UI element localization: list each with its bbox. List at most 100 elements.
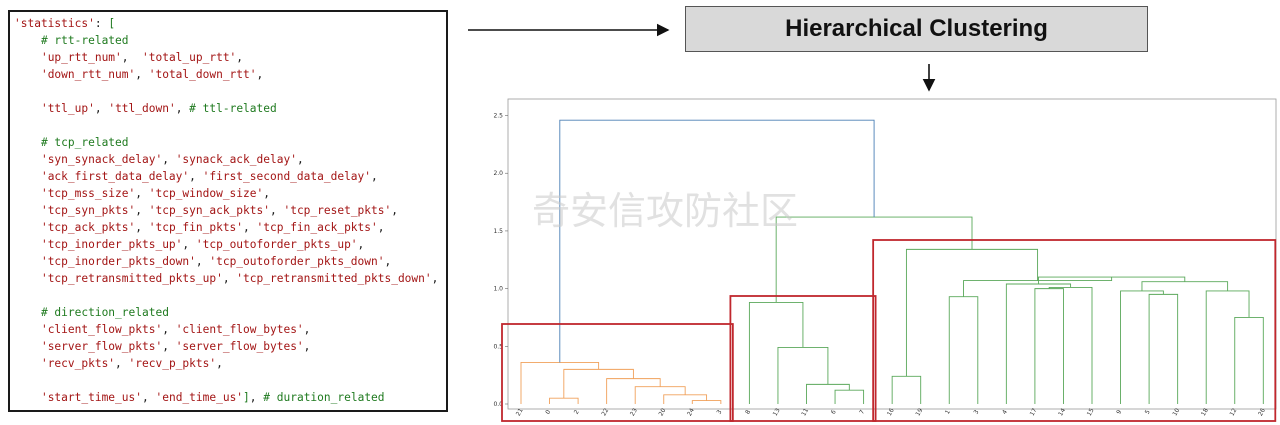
dendrogram-link	[1148, 293, 1179, 404]
code-string: 'tcp_inorder_pkts_down'	[40, 255, 196, 268]
code-string: 'tcp_mss_size'	[40, 187, 136, 200]
y-tick-label: 1.5	[493, 228, 503, 235]
leaf-label: 22	[600, 407, 610, 417]
code-punctuation: ,	[303, 323, 311, 336]
code-punctuation: ,	[249, 391, 264, 404]
code-punctuation: ,	[195, 255, 210, 268]
code-comment: # tcp_related	[40, 136, 129, 149]
leaf-label: 24	[686, 407, 696, 417]
code-line: 'tcp_inorder_pkts_up', 'tcp_outoforder_p…	[14, 236, 446, 253]
leaf-label: 5	[1144, 409, 1152, 416]
dendrogram-link	[806, 383, 850, 404]
code-string: 'tcp_ack_pkts'	[40, 221, 136, 234]
dendrogram-link	[1048, 287, 1093, 404]
code-punctuation: ,	[236, 51, 244, 64]
feature-code-panel: 'statistics': [ # rtt-related 'up_rtt_nu…	[8, 10, 448, 412]
code-string: 'synack_ack_delay'	[175, 153, 297, 166]
leaf-label: 15	[1086, 407, 1096, 417]
code-punctuation: ,	[135, 187, 149, 200]
code-punctuation: ,	[431, 272, 439, 285]
code-punctuation: ,	[357, 238, 365, 251]
cluster-highlight-box	[729, 295, 877, 422]
code-punctuation: ,	[189, 170, 203, 183]
code-line: 'tcp_syn_pkts', 'tcp_syn_ack_pkts', 'tcp…	[14, 202, 446, 219]
code-string: 'tcp_syn_pkts'	[40, 204, 136, 217]
plot-frame	[507, 98, 1277, 410]
code-comment: # rtt-related	[40, 34, 129, 47]
code-string: 'first_second_data_delay'	[202, 170, 372, 183]
code-punctuation: :	[94, 17, 109, 30]
dendrogram-link	[891, 375, 922, 404]
code-punctuation: ,	[384, 255, 392, 268]
code-line: 'up_rtt_num', 'total_up_rtt',	[14, 49, 446, 66]
code-string: 'tcp_retransmitted_pkts_down'	[236, 272, 432, 285]
code-line: 'tcp_mss_size', 'tcp_window_size',	[14, 185, 446, 202]
dendrogram-link	[775, 216, 973, 303]
y-tick-label: 0.0	[493, 401, 503, 408]
code-string: 'total_up_rtt'	[142, 51, 237, 64]
leaf-label: 6	[830, 409, 838, 416]
code-string: 'ttl_down'	[108, 102, 176, 115]
code-string: 'end_time_us'	[155, 391, 244, 404]
leaf-label: 10	[1171, 407, 1181, 417]
leaf-label: 17	[1029, 407, 1039, 417]
leaf-label: 14	[1057, 407, 1067, 417]
code-punctuation: ,	[94, 102, 109, 115]
code-comment: # ttl-related	[189, 102, 277, 115]
code-punctuation: ,	[371, 170, 378, 183]
code-string: 'ack_first_data_delay'	[40, 170, 190, 183]
code-line: 'ttl_up', 'ttl_down', # ttl-related	[14, 100, 446, 117]
code-string: 'tcp_reset_pkts'	[283, 204, 392, 217]
y-tick-label: 2.5	[493, 113, 503, 120]
code-punctuation: ,	[121, 51, 142, 64]
code-punctuation: ,	[263, 187, 270, 200]
code-string: 'recv_p_pkts'	[128, 357, 217, 370]
code-punctuation: ,	[303, 340, 311, 353]
dendrogram-link	[948, 296, 979, 404]
cluster-highlight-box	[501, 323, 734, 422]
leaf-label: 1	[944, 409, 952, 416]
code-line: 'ack_first_data_delay', 'first_second_da…	[14, 168, 446, 185]
code-line: 'start_time_us', 'end_time_us'], # durat…	[14, 389, 446, 406]
dendrogram-link	[549, 397, 579, 404]
dendrogram-link	[663, 394, 708, 404]
leaf-label: 3	[716, 409, 724, 416]
code-punctuation: ,	[243, 221, 257, 234]
dendrogram-link	[834, 389, 865, 404]
code-punctuation: ,	[142, 391, 156, 404]
leaf-label: 12	[1229, 407, 1239, 417]
leaf-label: 11	[800, 407, 810, 417]
leaf-label: 2	[573, 409, 581, 416]
code-string: 'tcp_outoforder_pkts_up'	[195, 238, 358, 251]
code-punctuation: ,	[269, 204, 284, 217]
code-string: 'tcp_fin_pkts'	[148, 221, 244, 234]
code-punctuation: ,	[162, 153, 176, 166]
code-punctuation: ,	[115, 357, 129, 370]
dendrogram-link	[691, 400, 722, 404]
code-line: 'down_rtt_num', 'total_down_rtt',	[14, 66, 446, 83]
dendrogram-link	[1120, 290, 1164, 404]
code-string: 'tcp_inorder_pkts_up'	[40, 238, 183, 251]
leaf-label: 7	[858, 409, 866, 416]
leaf-label: 23	[629, 407, 639, 417]
code-punctuation: ,	[256, 68, 264, 81]
code-punctuation: ,	[296, 153, 304, 166]
code-line: # tcp_related	[14, 134, 446, 151]
code-comment: # duration_related	[263, 391, 385, 404]
dendrogram-link	[748, 302, 804, 404]
leaf-label: 13	[772, 407, 782, 417]
leaf-label: 20	[658, 407, 668, 417]
code-punctuation: ,	[162, 340, 176, 353]
y-tick-label: 1.0	[493, 286, 503, 293]
code-line: 'syn_synack_delay', 'synack_ack_delay',	[14, 151, 446, 168]
code-string: 'tcp_fin_ack_pkts'	[256, 221, 378, 234]
code-punctuation: ,	[135, 204, 149, 217]
code-string: 'up_rtt_num'	[40, 51, 122, 64]
code-punctuation: ,	[216, 357, 223, 370]
dendrogram-link	[634, 386, 686, 404]
code-line: 'client_flow_pkts', 'client_flow_bytes',	[14, 321, 446, 338]
code-punctuation: ]	[243, 391, 250, 404]
code-punctuation: ,	[222, 272, 237, 285]
code-punctuation: ,	[182, 238, 196, 251]
